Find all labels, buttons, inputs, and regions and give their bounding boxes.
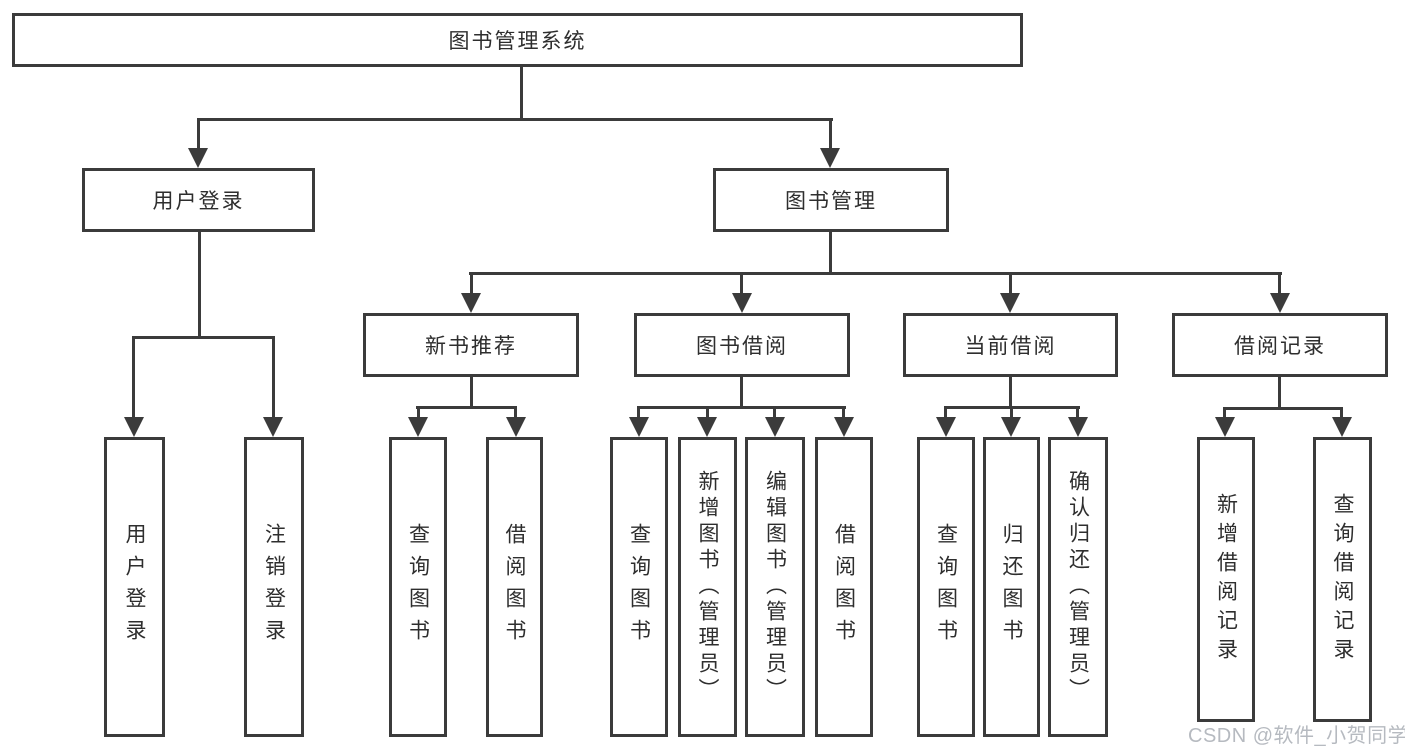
leaf-nb-borrow-books: 借阅图书 <box>486 437 543 737</box>
leaf-bb-add-books-admin: 新增图书（管理员） <box>678 437 737 737</box>
node-book-borrow-label: 图书借阅 <box>696 335 788 358</box>
leaf-bb-edit-books-admin: 编辑图书（管理员） <box>745 437 805 737</box>
leaf-user-login-label: 用户登录 <box>123 523 146 651</box>
connector-branch-book-borrow <box>637 406 846 409</box>
leaf-bb-add-books-admin-label: 新增图书（管理员） <box>696 470 719 704</box>
arrow-down-book-mgmt <box>820 148 840 168</box>
arrow-down-nb-borrow <box>506 417 526 437</box>
leaf-bb-query-books-label: 查询图书 <box>627 523 651 651</box>
leaf-bb-borrow-books-label: 借阅图书 <box>832 523 856 651</box>
leaf-br-query-record-label: 查询借阅记录 <box>1331 492 1354 667</box>
connector-drop-cb-query <box>944 406 947 417</box>
leaf-user-login: 用户登录 <box>104 437 165 737</box>
arrow-down-new-book <box>461 293 481 313</box>
connector-user-login-trunk <box>198 232 201 336</box>
leaf-br-query-record: 查询借阅记录 <box>1313 437 1372 722</box>
node-borrow-records-label: 借阅记录 <box>1234 335 1326 358</box>
connector-branch-level3 <box>469 272 1282 275</box>
node-borrow-records: 借阅记录 <box>1172 313 1388 377</box>
leaf-cb-query-books: 查询图书 <box>917 437 975 737</box>
arrow-down-book-borrow <box>732 293 752 313</box>
connector-drop-nb-query <box>417 406 420 417</box>
node-user-login-label: 用户登录 <box>152 190 245 213</box>
arrow-down-user-login <box>188 148 208 168</box>
connector-drop-new-book <box>470 272 473 294</box>
leaf-cb-confirm-return-admin-label: 确认归还（管理员） <box>1066 470 1090 704</box>
leaf-bb-edit-books-admin-label: 编辑图书（管理员） <box>763 470 787 704</box>
csdn-watermark: CSDN @软件_小贺同学 <box>1188 725 1405 747</box>
connector-drop-borrow-records <box>1278 272 1281 294</box>
arrow-down-borrow-records <box>1270 293 1290 313</box>
node-user-login: 用户登录 <box>82 168 315 232</box>
connector-branch-new-book <box>416 406 517 409</box>
leaf-br-add-record: 新增借阅记录 <box>1197 437 1255 722</box>
leaf-logout-label: 注销登录 <box>262 523 286 651</box>
connector-drop-logout <box>272 336 275 417</box>
arrow-down-login <box>124 417 144 437</box>
connector-drop-login <box>132 336 135 417</box>
node-library-system: 图书管理系统 <box>12 13 1023 67</box>
leaf-cb-confirm-return-admin: 确认归还（管理员） <box>1048 437 1108 737</box>
leaf-cb-query-books-label: 查询图书 <box>934 523 958 651</box>
node-current-borrow: 当前借阅 <box>903 313 1118 377</box>
connector-borrow-records-trunk <box>1278 377 1281 407</box>
connector-drop-nb-borrow <box>514 406 517 417</box>
arrow-down-cb-query <box>936 417 956 437</box>
node-library-system-label: 图书管理系统 <box>448 30 587 53</box>
connector-drop-bb-borrow <box>842 406 845 417</box>
arrow-down-bb-query <box>629 417 649 437</box>
arrow-down-bb-borrow <box>834 417 854 437</box>
leaf-nb-borrow-books-label: 借阅图书 <box>503 523 526 651</box>
arrow-down-br-add <box>1215 417 1235 437</box>
connector-branch-level2 <box>197 118 833 121</box>
leaf-bb-query-books: 查询图书 <box>610 437 668 737</box>
leaf-nb-query-books: 查询图书 <box>389 437 447 737</box>
node-new-book-recommend-label: 新书推荐 <box>425 335 517 358</box>
connector-drop-bb-query <box>637 406 640 417</box>
connector-new-book-trunk <box>470 377 473 406</box>
arrow-down-bb-add <box>697 417 717 437</box>
connector-drop-cb-return <box>1010 406 1013 417</box>
arrow-down-logout <box>263 417 283 437</box>
connector-book-borrow-trunk <box>740 377 743 406</box>
node-book-management: 图书管理 <box>713 168 949 232</box>
connector-branch-user-login <box>132 336 275 339</box>
node-book-management-label: 图书管理 <box>785 190 877 213</box>
connector-drop-br-query <box>1340 407 1343 417</box>
connector-drop-book-borrow <box>740 272 743 294</box>
leaf-nb-query-books-label: 查询图书 <box>406 523 430 651</box>
arrow-down-br-query <box>1332 417 1352 437</box>
connector-drop-bb-add <box>706 406 709 417</box>
connector-drop-user-login <box>197 118 200 150</box>
leaf-bb-borrow-books: 借阅图书 <box>815 437 873 737</box>
arrow-down-cb-return <box>1001 417 1021 437</box>
leaf-br-add-record-label: 新增借阅记录 <box>1214 492 1238 667</box>
node-book-borrow: 图书借阅 <box>634 313 850 377</box>
connector-current-borrow-trunk <box>1009 377 1012 406</box>
connector-drop-cb-confirm <box>1076 406 1079 417</box>
arrow-down-nb-query <box>408 417 428 437</box>
connector-branch-borrow-records <box>1223 407 1343 410</box>
arrow-down-current-borrow <box>1000 293 1020 313</box>
connector-book-mgmt-trunk <box>829 232 832 272</box>
leaf-cb-return-books: 归还图书 <box>983 437 1040 737</box>
connector-drop-book-mgmt <box>829 118 832 150</box>
connector-root-trunk <box>520 67 523 120</box>
arrow-down-bb-edit <box>765 417 785 437</box>
leaf-cb-return-books-label: 归还图书 <box>1000 523 1023 651</box>
connector-drop-current-borrow <box>1009 272 1012 294</box>
connector-drop-bb-edit <box>773 406 776 417</box>
connector-drop-br-add <box>1223 407 1226 417</box>
leaf-logout: 注销登录 <box>244 437 304 737</box>
arrow-down-cb-confirm <box>1068 417 1088 437</box>
node-new-book-recommend: 新书推荐 <box>363 313 579 377</box>
node-current-borrow-label: 当前借阅 <box>964 335 1057 358</box>
